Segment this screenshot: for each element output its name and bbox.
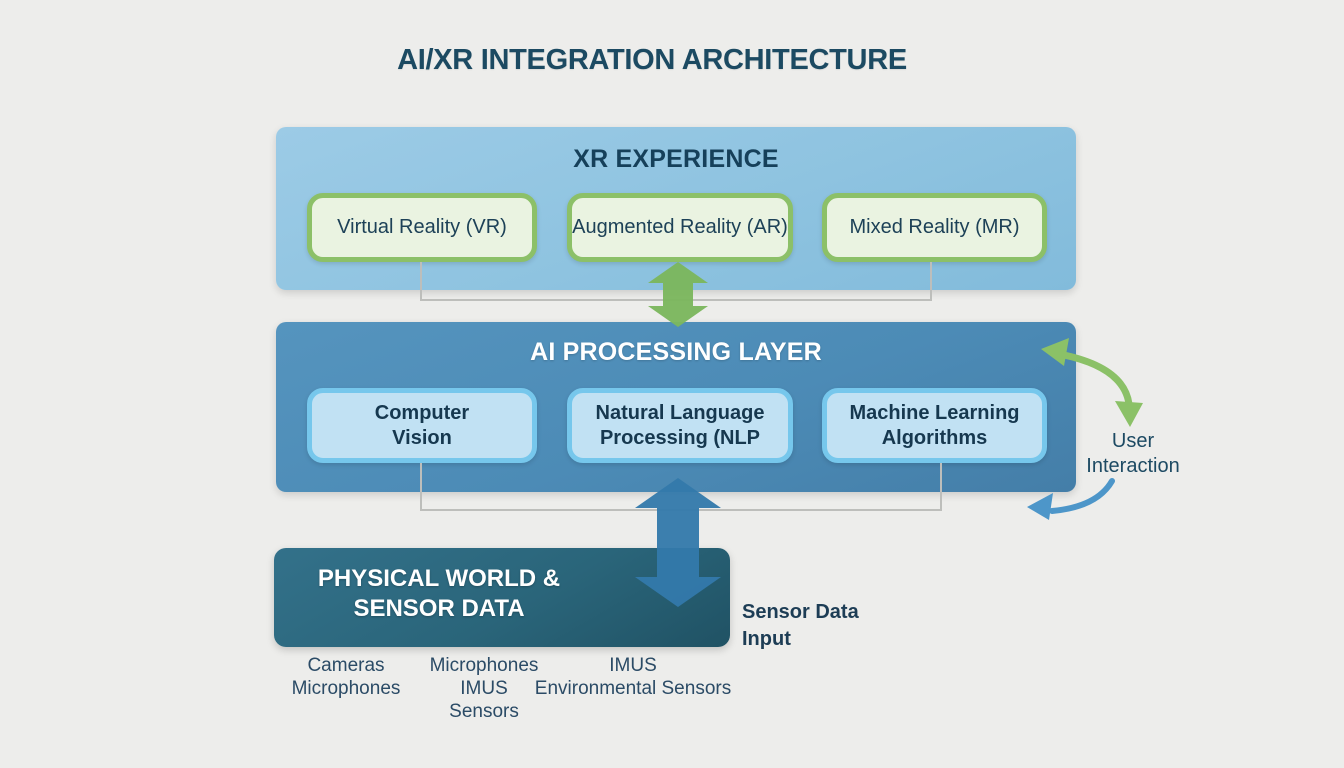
nlp-box: Natural Language Processing (NLP bbox=[567, 388, 793, 463]
vr-box-label: Virtual Reality (VR) bbox=[337, 216, 507, 238]
ml-algorithms-box: Machine Learning Algorithms bbox=[822, 388, 1047, 463]
xr-layer-title: XR EXPERIENCE bbox=[573, 145, 779, 173]
diagram-title: AI/XR INTEGRATION ARCHITECTURE bbox=[397, 44, 907, 76]
mr-box-label: Mixed Reality (MR) bbox=[849, 216, 1020, 238]
ml-algorithms-label: Machine Learning Algorithms bbox=[849, 401, 1020, 449]
physical-world-box: PHYSICAL WORLD & SENSOR DATA bbox=[274, 548, 730, 647]
user-interaction-label: User Interaction bbox=[1086, 430, 1180, 477]
sensor-column-2: Microphones IMUS Sensors bbox=[429, 655, 539, 722]
ar-box: Augmented Reality (AR) bbox=[567, 193, 793, 262]
ai-layer-title: AI PROCESSING LAYER bbox=[530, 338, 822, 366]
vr-box: Virtual Reality (VR) bbox=[307, 193, 537, 262]
sensor-column-1: Cameras Microphones bbox=[291, 655, 401, 699]
ai-physical-connector-bracket bbox=[420, 463, 942, 511]
xr-ai-connector-bracket bbox=[420, 262, 932, 301]
ar-box-label: Augmented Reality (AR) bbox=[572, 216, 788, 238]
ai-processing-layer: AI PROCESSING LAYER Computer Vision Natu… bbox=[276, 322, 1076, 492]
nlp-label: Natural Language Processing (NLP bbox=[595, 401, 765, 449]
physical-world-title: PHYSICAL WORLD & SENSOR DATA bbox=[317, 565, 561, 622]
computer-vision-box: Computer Vision bbox=[307, 388, 537, 463]
mr-box: Mixed Reality (MR) bbox=[822, 193, 1047, 262]
computer-vision-label: Computer Vision bbox=[374, 401, 470, 449]
sensor-data-input-label: Sensor Data Input bbox=[742, 601, 859, 650]
sensor-column-3: IMUS Environmental Sensors bbox=[534, 655, 732, 699]
xr-experience-layer: XR EXPERIENCE Virtual Reality (VR) Augme… bbox=[276, 127, 1076, 290]
